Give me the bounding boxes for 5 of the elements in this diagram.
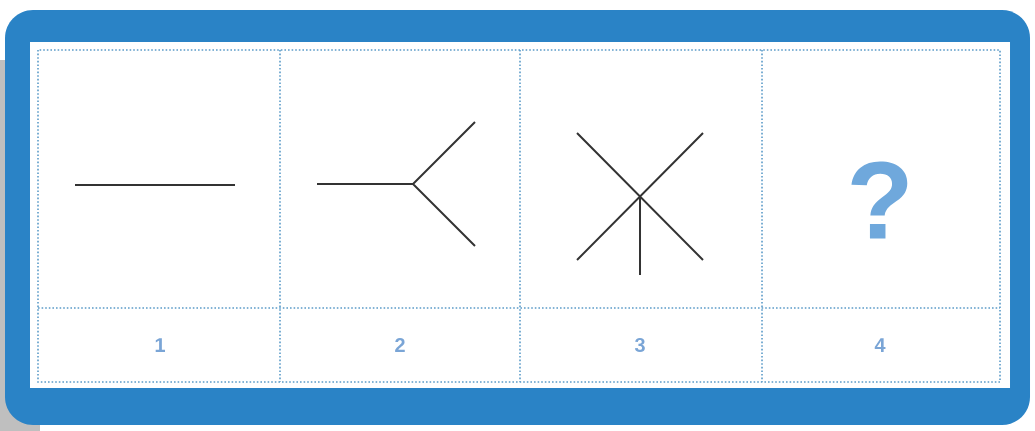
figure-number: 2 [395, 338, 405, 352]
figure-number: 1 [155, 338, 165, 352]
figure-number: 3 [634, 337, 645, 353]
question-mark: ? [851, 161, 908, 239]
figure-number: 4 [874, 338, 886, 352]
